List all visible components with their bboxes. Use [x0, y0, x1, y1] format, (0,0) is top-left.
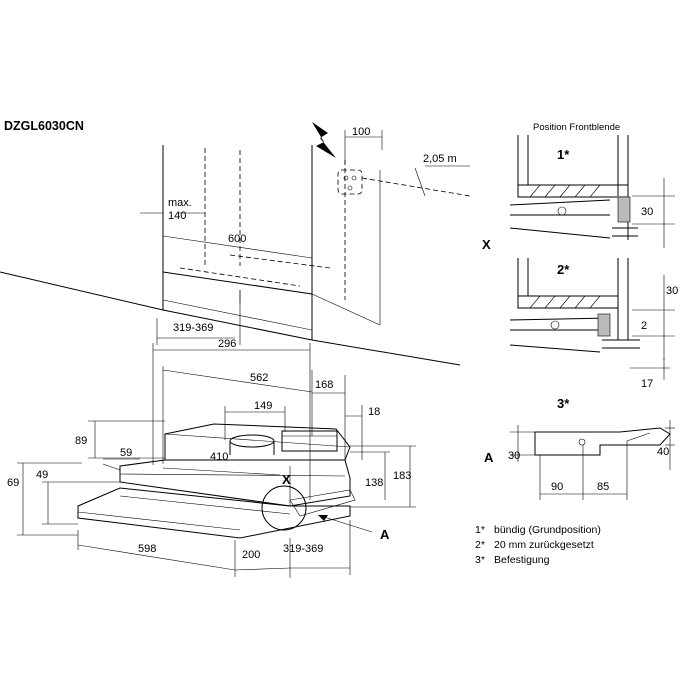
svg-text:3*: 3* — [475, 554, 485, 566]
svg-text:Position Frontblende: Position Frontblende — [533, 122, 620, 133]
svg-text:90: 90 — [551, 481, 563, 493]
svg-text:A: A — [380, 527, 390, 542]
svg-text:85: 85 — [597, 481, 609, 493]
dim-562: 562 — [162, 366, 313, 464]
svg-text:18: 18 — [368, 406, 380, 418]
svg-text:2: 2 — [641, 320, 647, 332]
svg-text:1*: 1* — [475, 524, 485, 536]
dim-138: 138 — [350, 451, 390, 500]
dim-600: 600 — [162, 233, 313, 259]
svg-text:319-369: 319-369 — [173, 322, 213, 334]
svg-text:20 mm zurückgesetzt: 20 mm zurückgesetzt — [494, 539, 594, 551]
detail-2-recessed: 2* 30 2 17 — [509, 258, 678, 390]
svg-text:3*: 3* — [557, 396, 570, 411]
dim-183: 183 — [350, 445, 416, 508]
svg-text:89: 89 — [75, 435, 87, 447]
svg-text:1*: 1* — [557, 147, 570, 162]
svg-text:168: 168 — [315, 379, 333, 391]
svg-text:A: A — [484, 450, 494, 465]
svg-text:max.: max. — [168, 197, 192, 209]
svg-text:30: 30 — [508, 450, 520, 462]
legend: 1* bündig (Grundposition) 2* 20 mm zurüc… — [475, 524, 601, 566]
dim-height: 2,05 m — [361, 153, 471, 197]
svg-text:562: 562 — [250, 372, 268, 384]
svg-text:17: 17 — [641, 378, 653, 390]
dim-319-369-bottom: 319-369 — [283, 520, 351, 575]
svg-text:183: 183 — [393, 470, 411, 482]
dim-598: 598 — [77, 530, 236, 577]
dim-168: 168 — [312, 375, 346, 460]
svg-text:30: 30 — [641, 206, 653, 218]
hood-body — [77, 423, 356, 539]
svg-text:100: 100 — [352, 126, 370, 138]
svg-text:69: 69 — [7, 477, 19, 489]
svg-text:2*: 2* — [475, 539, 485, 551]
svg-text:600: 600 — [228, 233, 246, 245]
socket-outlet — [337, 169, 363, 195]
svg-text:30: 30 — [666, 285, 678, 297]
svg-text:410: 410 — [210, 451, 228, 463]
svg-text:598: 598 — [138, 543, 156, 555]
svg-text:X: X — [482, 237, 491, 252]
detail-circle-x: X — [261, 472, 307, 531]
dim-319-369-top: 319-369 — [156, 290, 241, 345]
dim-69: 69 — [7, 462, 82, 536]
dim-410: 410 — [162, 451, 281, 476]
wall-cabinet — [0, 145, 461, 366]
svg-text:2,05 m: 2,05 m — [423, 153, 457, 165]
svg-text:Befestigung: Befestigung — [494, 554, 550, 566]
svg-text:49: 49 — [36, 469, 48, 481]
svg-text:X: X — [282, 472, 291, 487]
svg-text:140: 140 — [168, 210, 186, 222]
detail-3-fixing: 3* A 30 40 90 85 — [484, 396, 675, 500]
dim-100: 100 — [344, 126, 383, 165]
dim-296: 296 — [152, 338, 311, 465]
svg-text:bündig (Grundposition): bündig (Grundposition) — [494, 524, 601, 536]
svg-text:40: 40 — [657, 446, 669, 458]
svg-text:149: 149 — [254, 400, 272, 412]
dim-200: 200 — [234, 538, 291, 578]
dim-149: 149 — [224, 400, 286, 440]
svg-text:296: 296 — [218, 338, 236, 350]
svg-text:138: 138 — [365, 477, 383, 489]
dim-max-140: max. 140 — [140, 197, 205, 222]
lightning-icon — [312, 122, 336, 158]
svg-text:59: 59 — [120, 447, 132, 459]
svg-text:319-369: 319-369 — [283, 543, 323, 555]
model-title: DZGL6030CN — [4, 119, 84, 133]
dim-49: 49 — [36, 469, 120, 525]
svg-text:200: 200 — [242, 549, 260, 561]
marker-a: A — [317, 514, 390, 542]
dim-59: 59 — [102, 447, 140, 471]
detail-1-flush: 1* 30 — [509, 135, 675, 248]
svg-text:2*: 2* — [557, 262, 570, 277]
dim-89: 89 — [75, 420, 165, 459]
dim-18: 18 — [345, 405, 380, 460]
